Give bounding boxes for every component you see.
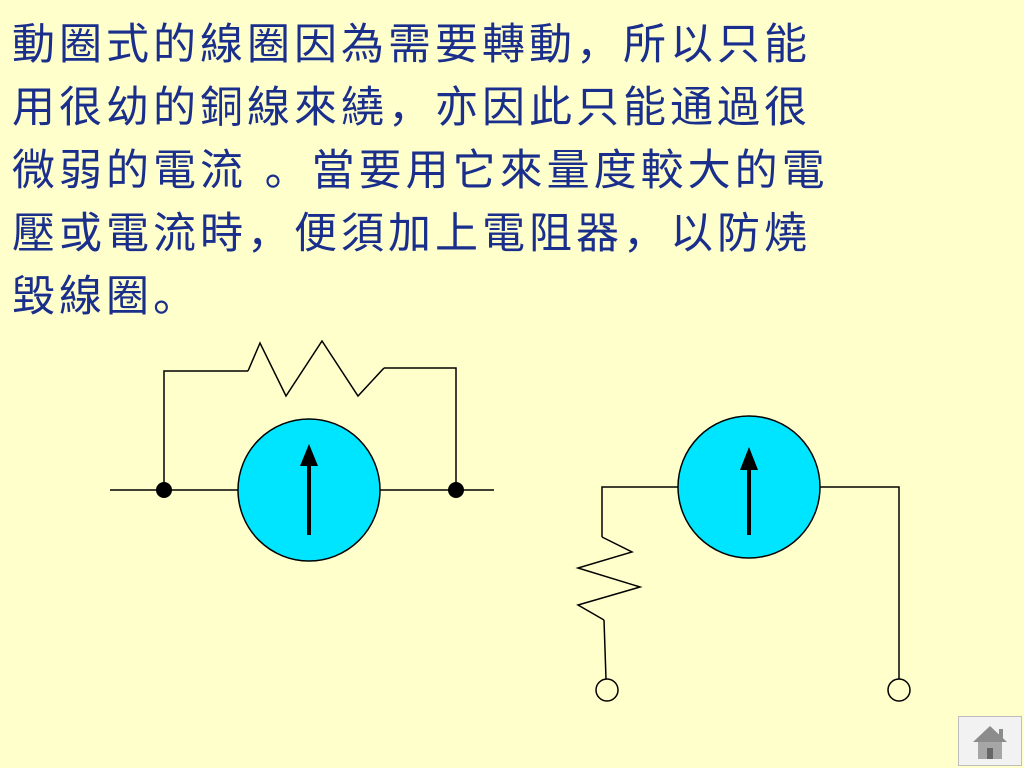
junction-dot-left [156, 482, 172, 498]
series-lower-wire [603, 619, 607, 680]
text-line-2: 用很幼的銅線來繞，亦因此只能通過很 [12, 83, 811, 133]
terminal-right [887, 678, 911, 702]
home-button[interactable] [958, 716, 1022, 766]
up-arrow-icon [300, 444, 318, 535]
shunt-resistor [247, 339, 385, 398]
series-circuit [575, 486, 900, 680]
text-line-3: 微弱的電流 。當要用它來量度較大的電 [12, 146, 829, 196]
slide-text: 動圈式的線圈因為需要轉動，所以只能 用很幼的銅線來繞，亦因此只能通過很 微弱的電… [12, 14, 1012, 329]
galvanometer-left [237, 418, 381, 562]
series-resistor [575, 536, 643, 621]
text-line-4: 壓或電流時，便須加上電阻器，以防燒 [12, 209, 811, 259]
junction-dot-right [448, 482, 464, 498]
series-right-wire [820, 486, 900, 679]
series-left-wire [601, 486, 678, 537]
shunt-right-wire [384, 367, 457, 490]
home-icon [973, 726, 1007, 759]
text-line-5: 毀線圈。 [12, 272, 200, 322]
shunt-circuit [110, 339, 494, 491]
galvanometer-right [677, 415, 821, 559]
text-line-1: 動圈式的線圈因為需要轉動，所以只能 [12, 20, 811, 70]
terminal-left [595, 678, 619, 702]
up-arrow-icon [740, 447, 758, 535]
shunt-left-wire [163, 370, 248, 490]
